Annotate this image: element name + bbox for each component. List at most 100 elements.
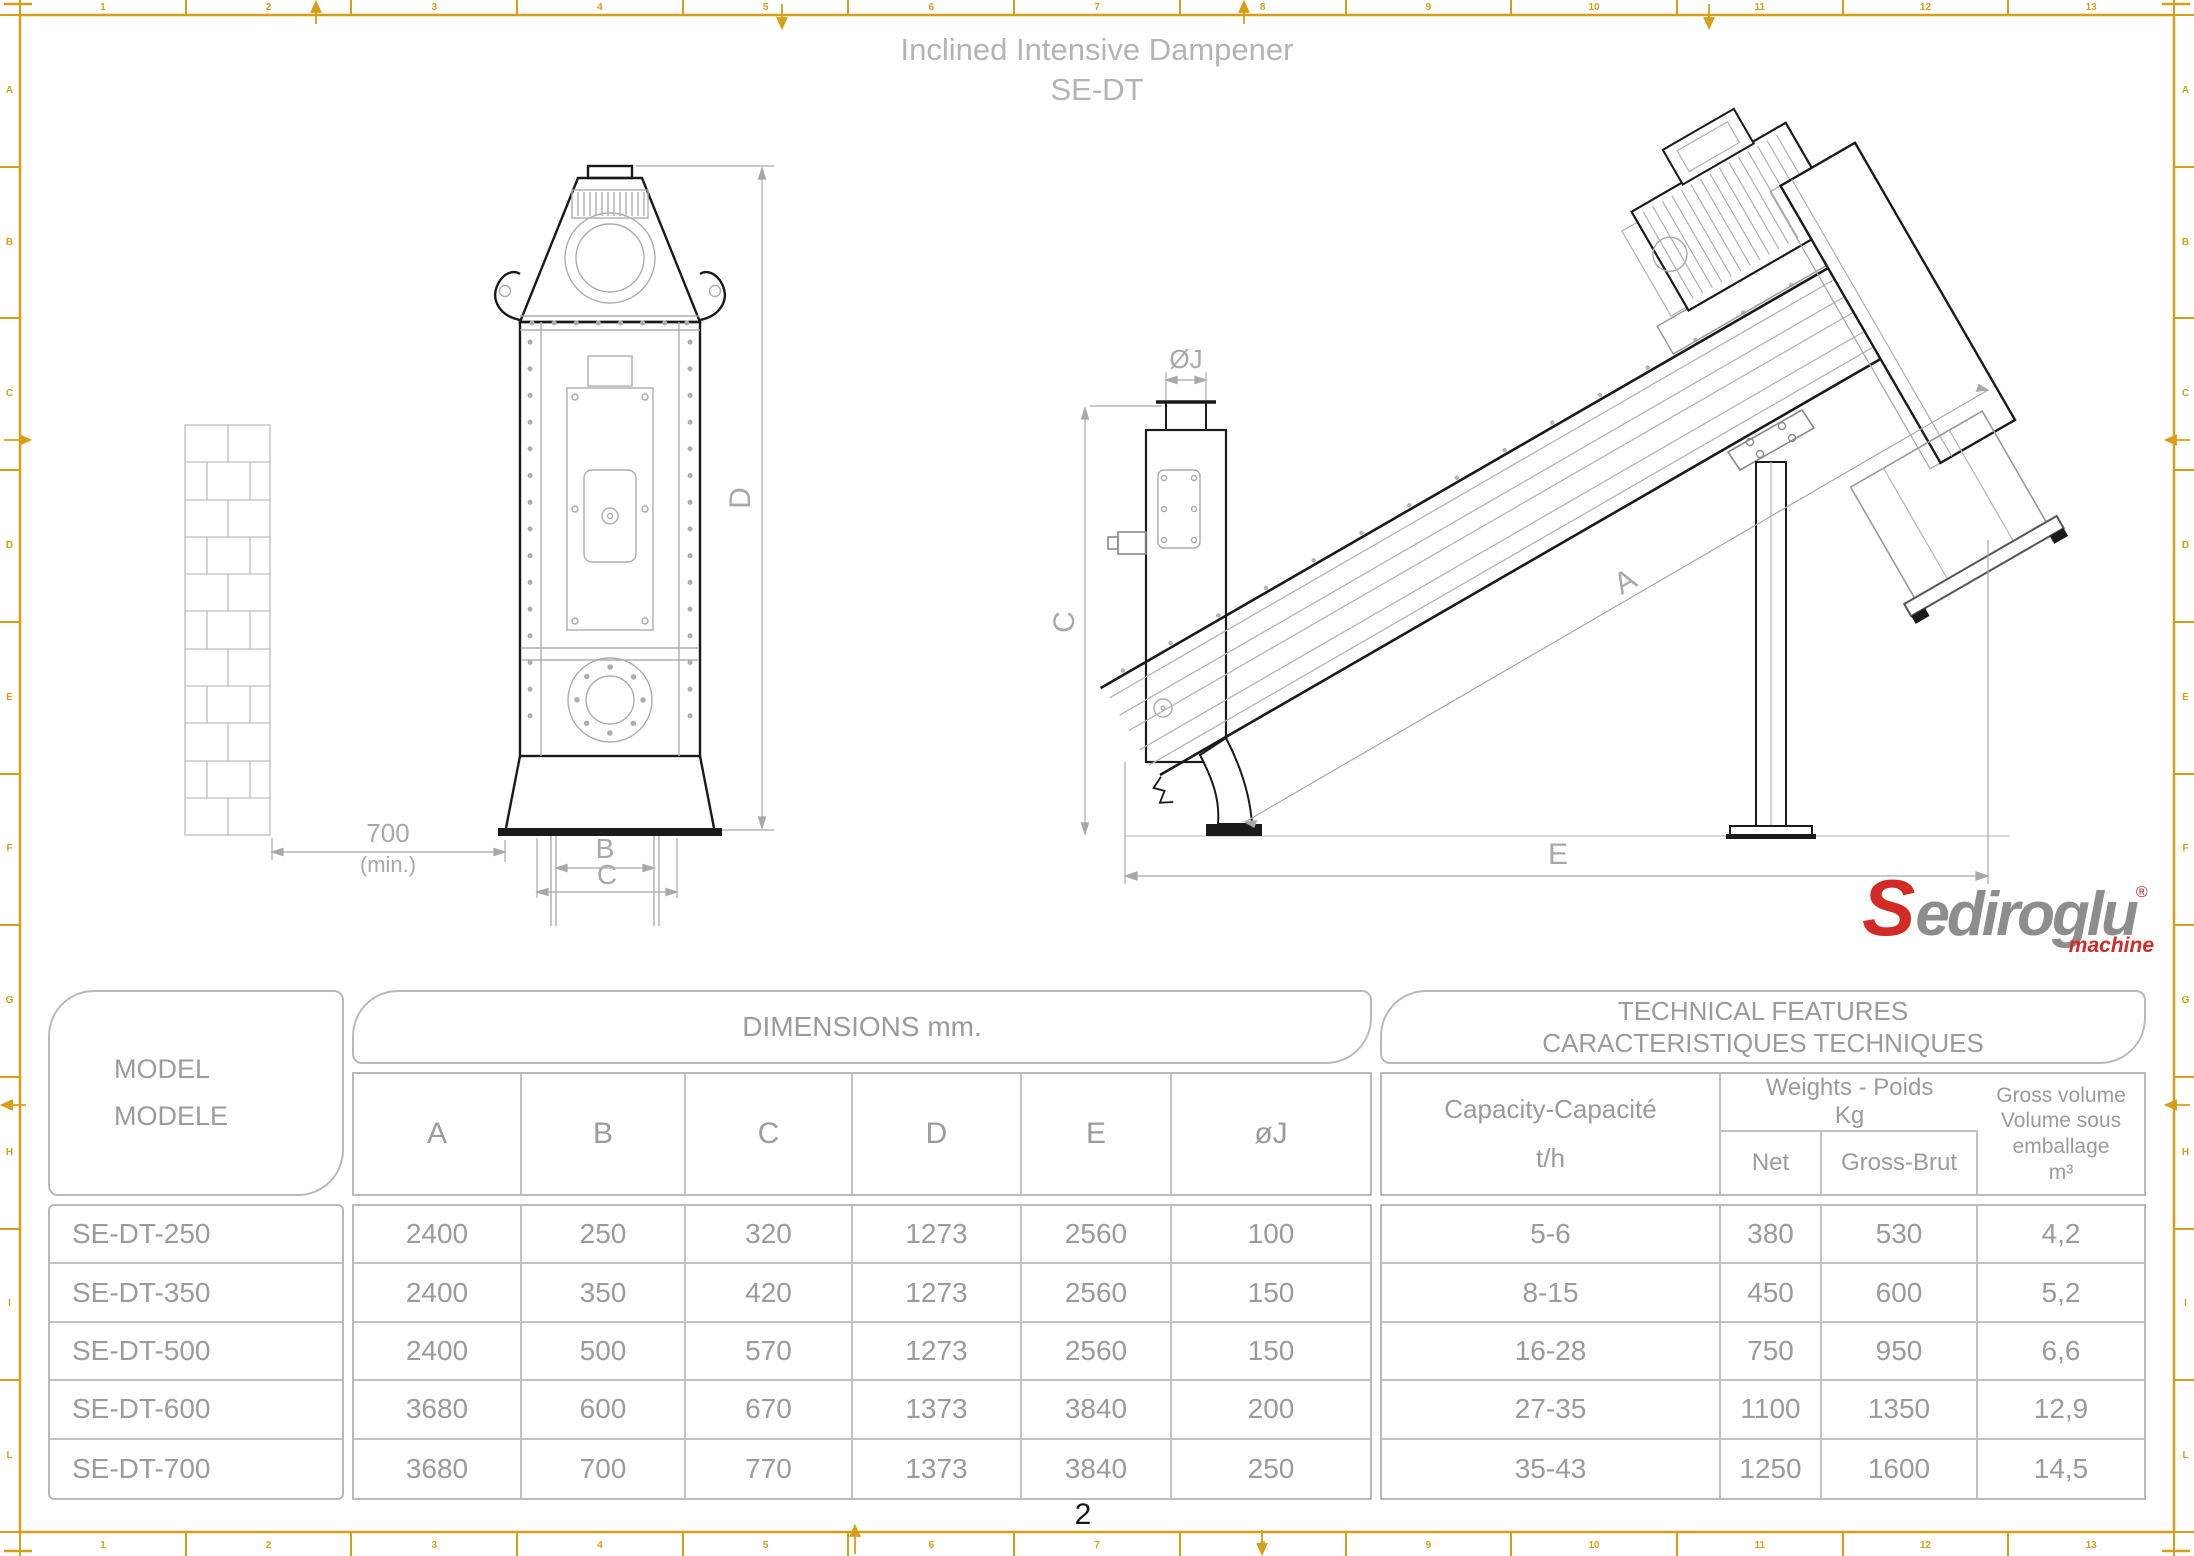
ruler-label: D (2181, 539, 2190, 551)
technical-header-cell: TECHNICAL FEATURES CARACTERISTIQUES TECH… (1380, 990, 2146, 1064)
ruler-tick (0, 469, 20, 472)
dimension-e: E (1123, 540, 1990, 884)
ruler-tick (1510, 0, 1513, 15)
ruler-label: B (5, 236, 14, 248)
table-row-model: SE-DT-600 (50, 1381, 342, 1440)
ruler-tick (1013, 1532, 1016, 1556)
logo-s-mark: S (1862, 863, 1916, 952)
ruler-tick (0, 14, 20, 16)
ruler-label: 13 (2085, 2, 2097, 13)
dimension-columns-header: A B C D E øJ (352, 1072, 1372, 1196)
logo-tagline: machine (2068, 934, 2154, 957)
ruler-label: 1 (100, 2, 106, 13)
ruler-label: F (2182, 843, 2189, 855)
dimension-clearance: 700 (min.) (270, 818, 507, 877)
ruler-label: 7 (1094, 2, 1100, 13)
dimension-c-front: C (535, 838, 679, 898)
cell: 350 (522, 1264, 686, 1323)
ruler-tick (1344, 0, 1347, 15)
ruler-label: 7 (1094, 1540, 1100, 1551)
cell: 3840 (1022, 1439, 1172, 1498)
dimension-a: A (1243, 384, 1990, 828)
brand-logo: Sediroglu® machine (1862, 868, 2158, 972)
col-header-volume: Gross volume Volume sous emballage m³ (1996, 1083, 2126, 1184)
front-view-drawing: D 700 (min.) B C (184, 164, 774, 926)
dimension-oj: ØJ (1164, 344, 1208, 400)
ruler-tick (1841, 0, 1844, 15)
inlet-assembly (1107, 400, 1262, 836)
cell: 150 (1172, 1323, 1370, 1382)
ruler-tick (681, 0, 684, 15)
dim-label-min: (min.) (360, 852, 416, 877)
ruler-tick (184, 1532, 187, 1556)
ruler-label: L (6, 1450, 13, 1462)
ruler-label: G (2181, 995, 2190, 1007)
cell: 1250 (1721, 1439, 1822, 1498)
cell: 150 (1172, 1264, 1370, 1323)
dim-label-700: 700 (366, 818, 409, 848)
dim-label-a: A (1608, 562, 1642, 601)
model-header-cell: MODEL MODELE (48, 990, 344, 1196)
dim-label-b: B (596, 833, 615, 864)
ruler-label: 4 (597, 2, 603, 13)
col-header-a: A (354, 1074, 522, 1194)
ruler-tick (2174, 1075, 2194, 1078)
ruler-label: D (5, 539, 14, 551)
cell: 600 (1822, 1264, 1978, 1323)
dim-label-c-side: C (1048, 611, 1081, 633)
ruler-tick (1510, 1532, 1513, 1556)
technical-drawings: D 700 (min.) B C (184, 107, 2069, 926)
technical-columns-header: Capacity-Capacité t/h Weights - Poids Kg… (1380, 1072, 2146, 1196)
ruler-tick (2174, 772, 2194, 775)
col-header-d: D (853, 1074, 1022, 1194)
ruler-tick (1178, 1532, 1181, 1556)
ruler-tick (1013, 0, 1016, 15)
ruler-label: 6 (928, 2, 935, 13)
ruler-tick (2173, 0, 2175, 15)
ruler-tick (2174, 924, 2194, 927)
ruler-tick (516, 0, 519, 15)
wall-section (184, 424, 271, 836)
cell: 4,2 (1978, 1206, 2144, 1265)
dim-label-oj: ØJ (1169, 344, 1202, 374)
ruler-label: 9 (1425, 1540, 1432, 1551)
ruler-tick (2174, 317, 2194, 320)
ruler-tick (0, 1227, 20, 1230)
table-row-model: SE-DT-250 (50, 1206, 342, 1265)
technical-header-fr: CARACTERISTIQUES TECHNIQUES (1542, 1028, 1984, 1058)
cell: 2560 (1022, 1206, 1172, 1265)
page-title: Inclined Intensive Dampener (900, 32, 1294, 67)
cell: 250 (522, 1206, 686, 1265)
ruler-label: 2 (265, 1540, 272, 1551)
ruler-tick (2174, 14, 2194, 16)
cell: 35-43 (1382, 1439, 1721, 1498)
cell: 1373 (853, 1439, 1022, 1498)
table-row-model: SE-DT-350 (50, 1264, 342, 1323)
model-column: SE-DT-250 SE-DT-350 SE-DT-500 SE-DT-600 … (48, 1204, 344, 1500)
inclined-trough (1099, 107, 2069, 804)
ruler-label: 10 (1588, 2, 1600, 13)
ruler-tick (2174, 1531, 2194, 1533)
cell: 450 (1721, 1264, 1822, 1323)
cell: 1273 (853, 1206, 1022, 1265)
cell: 250 (1247, 1452, 1295, 1484)
ruler-label: I (8, 1298, 11, 1310)
registered-mark: ® (2135, 884, 2148, 901)
cell: 100 (1172, 1206, 1370, 1265)
cell: 600 (522, 1381, 686, 1440)
cell: 2560 (1022, 1264, 1172, 1323)
ruler-label: 12 (1919, 1540, 1932, 1551)
ruler-label: 1 (100, 1540, 106, 1551)
ruler-tick (1344, 1532, 1347, 1556)
cell: 8-15 (1382, 1264, 1721, 1323)
technical-data: 5-6 380 530 4,2 8-15 450 600 5,2 16-28 7… (1380, 1204, 2146, 1500)
ruler-label: A (2181, 84, 2190, 96)
ruler-tick (0, 317, 20, 320)
dim-label-e: E (1548, 838, 1568, 871)
ruler-tick (350, 0, 353, 15)
ruler-tick (2174, 620, 2194, 623)
model-header-en: MODEL (114, 1054, 211, 1084)
cell: 1273 (853, 1322, 1022, 1382)
